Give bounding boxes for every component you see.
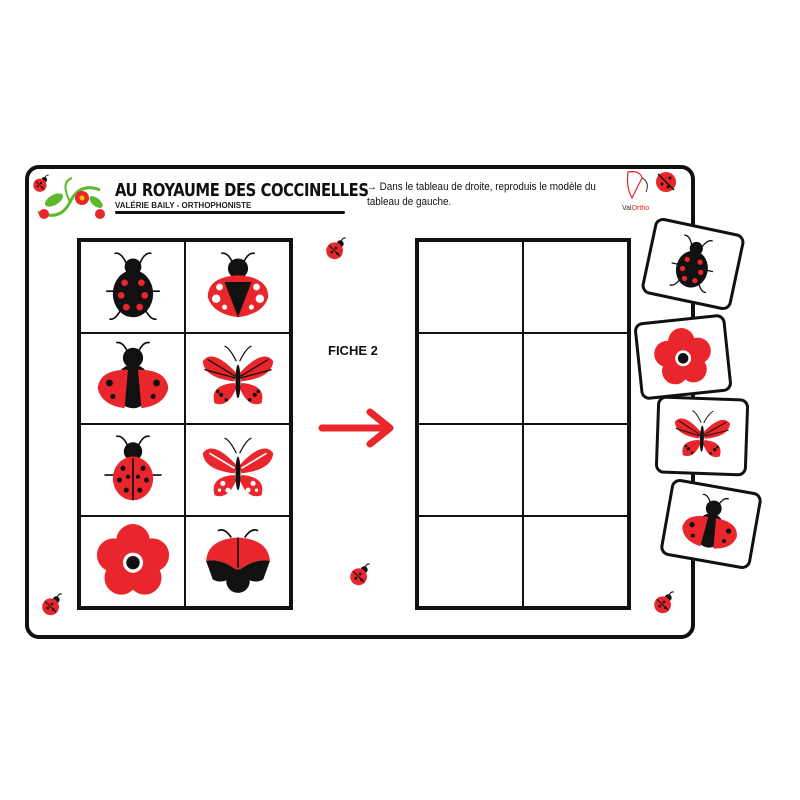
ladybug-top-icon (654, 225, 732, 303)
ladybug-open-wings-icon (673, 486, 749, 562)
flower-icon (91, 519, 175, 603)
butterfly-black-spots-icon (668, 402, 736, 470)
model-cell (185, 241, 290, 333)
answer-cell[interactable] (418, 515, 523, 607)
worksheet-title: AU ROYAUME DES COCCINELLES (115, 180, 369, 201)
model-cell (80, 241, 185, 333)
ladybug-decoration-icon (38, 590, 66, 618)
arrow-right-icon (318, 408, 394, 448)
ladybug-decoration-icon (30, 172, 52, 194)
answer-cell[interactable] (523, 424, 628, 516)
answer-cell[interactable] (523, 332, 628, 424)
model-cell (185, 332, 290, 424)
answer-cell[interactable] (523, 515, 628, 607)
answer-grid (415, 238, 631, 610)
draggable-card[interactable] (658, 477, 764, 571)
title-underline (115, 211, 345, 214)
vine-flowers-decoration-icon (37, 177, 105, 219)
ladybug-decoration-icon (650, 588, 678, 616)
answer-cell[interactable] (418, 241, 523, 333)
author-subtitle: VALÉRIE BAILY - ORTHOPHONISTE (115, 201, 252, 210)
ladybug-decoration-icon (322, 234, 350, 262)
valortho-logo-icon (626, 171, 676, 200)
answer-cell[interactable] (418, 332, 523, 424)
instruction-text: → Dans le tableau de droite, reproduis l… (367, 181, 596, 208)
answer-cell[interactable] (418, 424, 523, 516)
flower-icon (647, 321, 720, 394)
draggable-card[interactable] (654, 395, 750, 477)
model-cell (80, 332, 185, 424)
ladybug-top-icon (91, 245, 175, 329)
ladybug-open-wings-icon (91, 336, 175, 420)
model-cell (80, 515, 185, 607)
answer-cell[interactable] (523, 241, 628, 333)
ladybug-flying-icon (196, 519, 280, 603)
butterfly-black-spots-icon (196, 336, 280, 420)
model-cell (80, 424, 185, 516)
ladybug-decoration-icon (346, 560, 374, 588)
model-cell (185, 424, 290, 516)
butterfly-white-spots-icon (196, 428, 280, 512)
logo-text: ValOrtho (622, 205, 650, 212)
ladybug-white-spots-icon (196, 245, 280, 329)
sheet-label: FICHE 2 (328, 343, 378, 358)
model-cell (185, 515, 290, 607)
ladybug-spotted-icon (91, 428, 175, 512)
model-grid (77, 238, 293, 610)
draggable-card[interactable] (633, 313, 733, 401)
